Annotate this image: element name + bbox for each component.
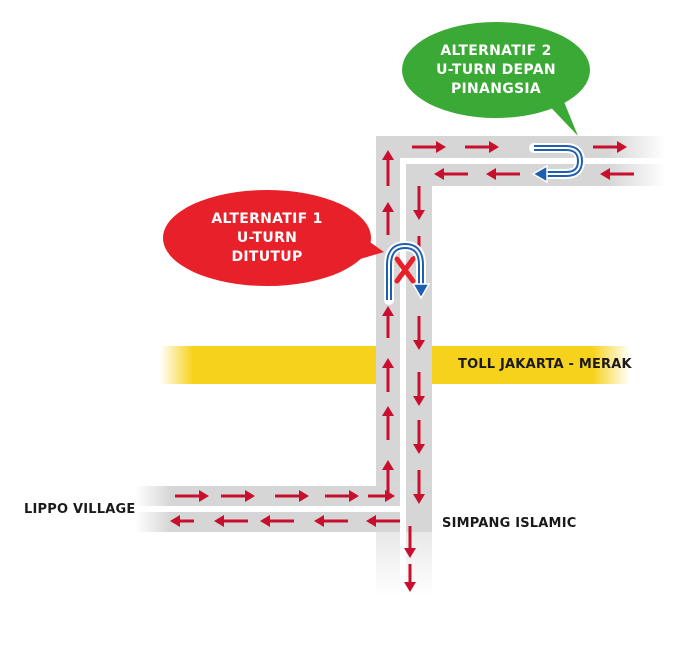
uturn-open-icon	[529, 143, 586, 184]
alt1-line-3: DITUTUP	[231, 249, 303, 265]
arrows-bottom-right	[175, 490, 395, 502]
bubble-alternatif-1-text: ALTERNATIF 1 U-TURN DITUTUP	[182, 210, 352, 267]
median-top	[400, 158, 666, 164]
label-lippo-village: LIPPO VILLAGE	[24, 502, 136, 517]
median-bottom	[135, 506, 406, 512]
bubble-alternatif-1	[163, 190, 384, 286]
bubble-alternatif-2-text: ALTERNATIF 2 U-TURN DEPAN PINANGSIA	[411, 42, 581, 99]
median-vertical	[400, 160, 406, 596]
arrows-top-left	[434, 168, 634, 180]
alt2-line-1: ALTERNATIF 2	[440, 43, 552, 59]
alt2-line-3: PINANGSIA	[450, 81, 542, 97]
closed-x-mark	[394, 256, 416, 284]
traffic-arrows	[170, 141, 634, 592]
bubble-alternatif-2	[402, 22, 590, 136]
arrows-vertical-up	[382, 150, 394, 495]
arrows-top-right	[412, 141, 627, 153]
alt1-line-1: ALTERNATIF 1	[211, 211, 323, 227]
label-simpang-islamic: SIMPANG ISLAMIC	[442, 516, 577, 531]
label-toll-jakarta-merak: TOLL JAKARTA - MERAK	[458, 357, 632, 372]
alt2-line-2: U-TURN DEPAN	[436, 62, 556, 78]
arrows-bottom-left	[170, 515, 400, 527]
alt1-line-2: U-TURN	[236, 230, 298, 246]
uturn-closed-icon	[384, 240, 431, 305]
